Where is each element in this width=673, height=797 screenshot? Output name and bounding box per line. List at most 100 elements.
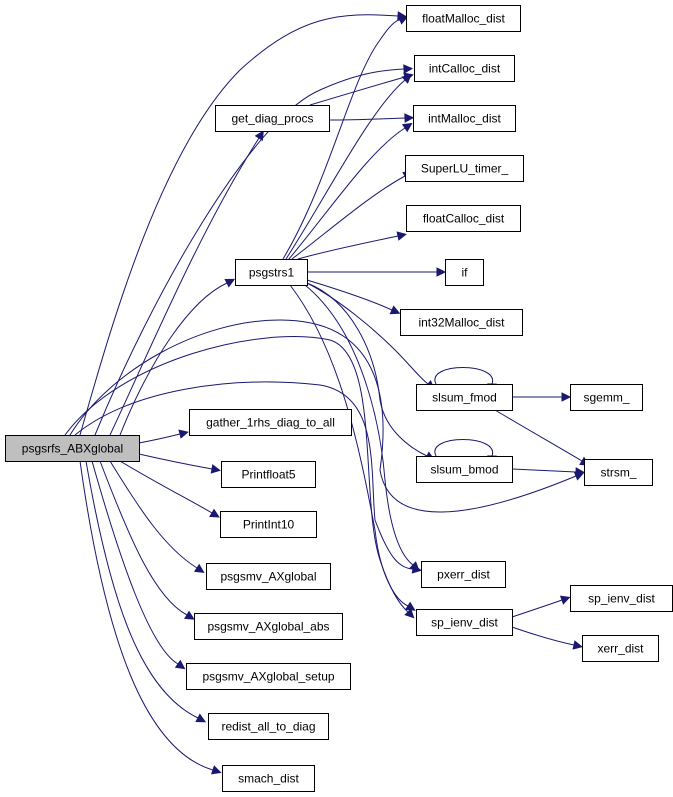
node-printint[interactable]: PrintInt10 xyxy=(220,511,317,538)
node-fmod[interactable]: slsum_fmod xyxy=(416,384,513,411)
edge-line xyxy=(511,626,575,646)
node-floatMalloc[interactable]: floatMalloc_dist xyxy=(406,5,521,32)
node-int32Malloc[interactable]: int32Malloc_dist xyxy=(400,309,523,336)
node-box[interactable] xyxy=(406,205,521,232)
edge-line xyxy=(306,282,428,457)
node-root[interactable]: psgsrfs_ABXglobal xyxy=(5,435,140,462)
arrowhead-icon xyxy=(561,392,572,402)
node-if[interactable]: if xyxy=(445,259,484,286)
node-box[interactable] xyxy=(421,561,506,588)
node-box[interactable] xyxy=(570,384,643,411)
edge-line xyxy=(109,460,198,569)
arrowhead-icon xyxy=(389,305,401,315)
node-psgstrs1[interactable]: psgstrs1 xyxy=(235,259,308,286)
edge-bmod-strsm xyxy=(511,467,586,477)
edge-root-printint xyxy=(119,460,220,518)
node-box[interactable] xyxy=(400,309,523,336)
arrowhead-icon xyxy=(210,765,222,775)
node-box[interactable] xyxy=(406,5,521,32)
node-bmod[interactable]: slsum_bmod xyxy=(416,456,513,483)
node-box[interactable] xyxy=(5,435,140,462)
arrowhead-icon xyxy=(193,563,205,574)
arrowhead-icon xyxy=(254,130,264,142)
edge-getdiag-intCalloc xyxy=(309,72,414,106)
node-getdiag[interactable]: get_diag_procs xyxy=(215,105,330,132)
node-label: sp_ienv_dist xyxy=(588,592,655,606)
node-xerr[interactable]: xerr_dist xyxy=(582,635,659,662)
edge-psgstrs1-if xyxy=(307,267,447,277)
node-redist[interactable]: redist_all_to_diag xyxy=(208,713,329,740)
arrowhead-icon xyxy=(397,15,409,25)
arrowhead-icon xyxy=(559,595,571,605)
edge-line xyxy=(288,127,406,260)
edge-line xyxy=(79,460,214,771)
arrowhead-icon xyxy=(401,73,412,84)
edge-psgstrs1-ienv xyxy=(289,284,416,611)
node-timer[interactable]: SuperLU_timer_ xyxy=(405,155,524,182)
node-box[interactable] xyxy=(445,259,484,286)
edge-root-smach xyxy=(79,460,222,775)
edge-root-gather xyxy=(138,429,189,444)
node-box[interactable] xyxy=(235,259,308,286)
node-box[interactable] xyxy=(189,409,352,436)
node-sgemm[interactable]: sgemm_ xyxy=(570,384,643,411)
node-smvsetup[interactable]: psgsmv_AXglobal_setup xyxy=(186,663,351,690)
edge-root-redist xyxy=(85,460,207,723)
node-strsm[interactable]: strsm_ xyxy=(584,459,653,486)
edge-line xyxy=(99,460,188,616)
node-box[interactable] xyxy=(186,663,351,690)
node-box[interactable] xyxy=(220,511,317,538)
node-box[interactable] xyxy=(570,585,673,612)
node-box[interactable] xyxy=(221,461,316,488)
node-box[interactable] xyxy=(206,563,331,590)
node-box[interactable] xyxy=(194,613,343,640)
edge-root-printfloat xyxy=(138,453,221,474)
arrowhead-icon xyxy=(404,601,416,611)
edge-root-smvabs xyxy=(99,460,195,620)
node-intMalloc[interactable]: intMalloc_dist xyxy=(413,105,516,132)
node-box[interactable] xyxy=(405,155,524,182)
edge-line xyxy=(85,460,199,719)
node-ienv[interactable]: sp_ienv_dist xyxy=(416,609,513,636)
edge-root-psgstrs1 xyxy=(119,278,236,436)
node-label: SuperLU_timer_ xyxy=(421,162,509,176)
edge-line xyxy=(328,117,406,121)
edge-root-smvsetup xyxy=(91,460,186,670)
arrowhead-icon xyxy=(209,508,220,518)
edge-line xyxy=(304,284,414,566)
node-floatCalloc[interactable]: floatCalloc_dist xyxy=(406,205,521,232)
node-pxerr[interactable]: pxerr_dist xyxy=(421,561,506,588)
node-label: int32Malloc_dist xyxy=(418,316,505,330)
edge-line xyxy=(138,453,213,470)
edge-psgstrs1-int32Malloc xyxy=(306,279,401,315)
node-box[interactable] xyxy=(215,105,330,132)
node-box[interactable] xyxy=(416,456,513,483)
node-box[interactable] xyxy=(413,105,516,132)
node-label: strsm_ xyxy=(601,466,637,480)
arrowhead-icon xyxy=(178,429,189,439)
edge-line xyxy=(91,460,179,665)
edge-psgstrs1-floatMalloc xyxy=(282,15,409,260)
node-smach[interactable]: smach_dist xyxy=(222,765,315,792)
node-box[interactable] xyxy=(416,384,513,411)
node-gather[interactable]: gather_1rhs_diag_to_all xyxy=(189,409,352,436)
node-box[interactable] xyxy=(208,713,329,740)
node-box[interactable] xyxy=(584,459,653,486)
node-printfloat[interactable]: Printfloat5 xyxy=(221,461,316,488)
edge-line xyxy=(297,235,399,260)
node-box[interactable] xyxy=(582,635,659,662)
node-box[interactable] xyxy=(222,765,315,792)
edge-root-floatMalloc xyxy=(79,11,408,436)
node-smv[interactable]: psgsmv_AXglobal xyxy=(206,563,331,590)
edge-ienv-ienv2 xyxy=(511,595,571,618)
node-label: Printfloat5 xyxy=(241,468,295,482)
edge-line xyxy=(511,599,563,618)
arrowhead-icon xyxy=(224,278,236,288)
edge-ienv-xerr xyxy=(511,626,583,650)
node-box[interactable] xyxy=(416,609,513,636)
node-box[interactable] xyxy=(414,55,515,82)
node-intCalloc[interactable]: intCalloc_dist xyxy=(414,55,515,82)
node-smvabs[interactable]: psgsmv_AXglobal_abs xyxy=(194,613,343,640)
node-ienv2[interactable]: sp_ienv_dist xyxy=(570,585,673,612)
